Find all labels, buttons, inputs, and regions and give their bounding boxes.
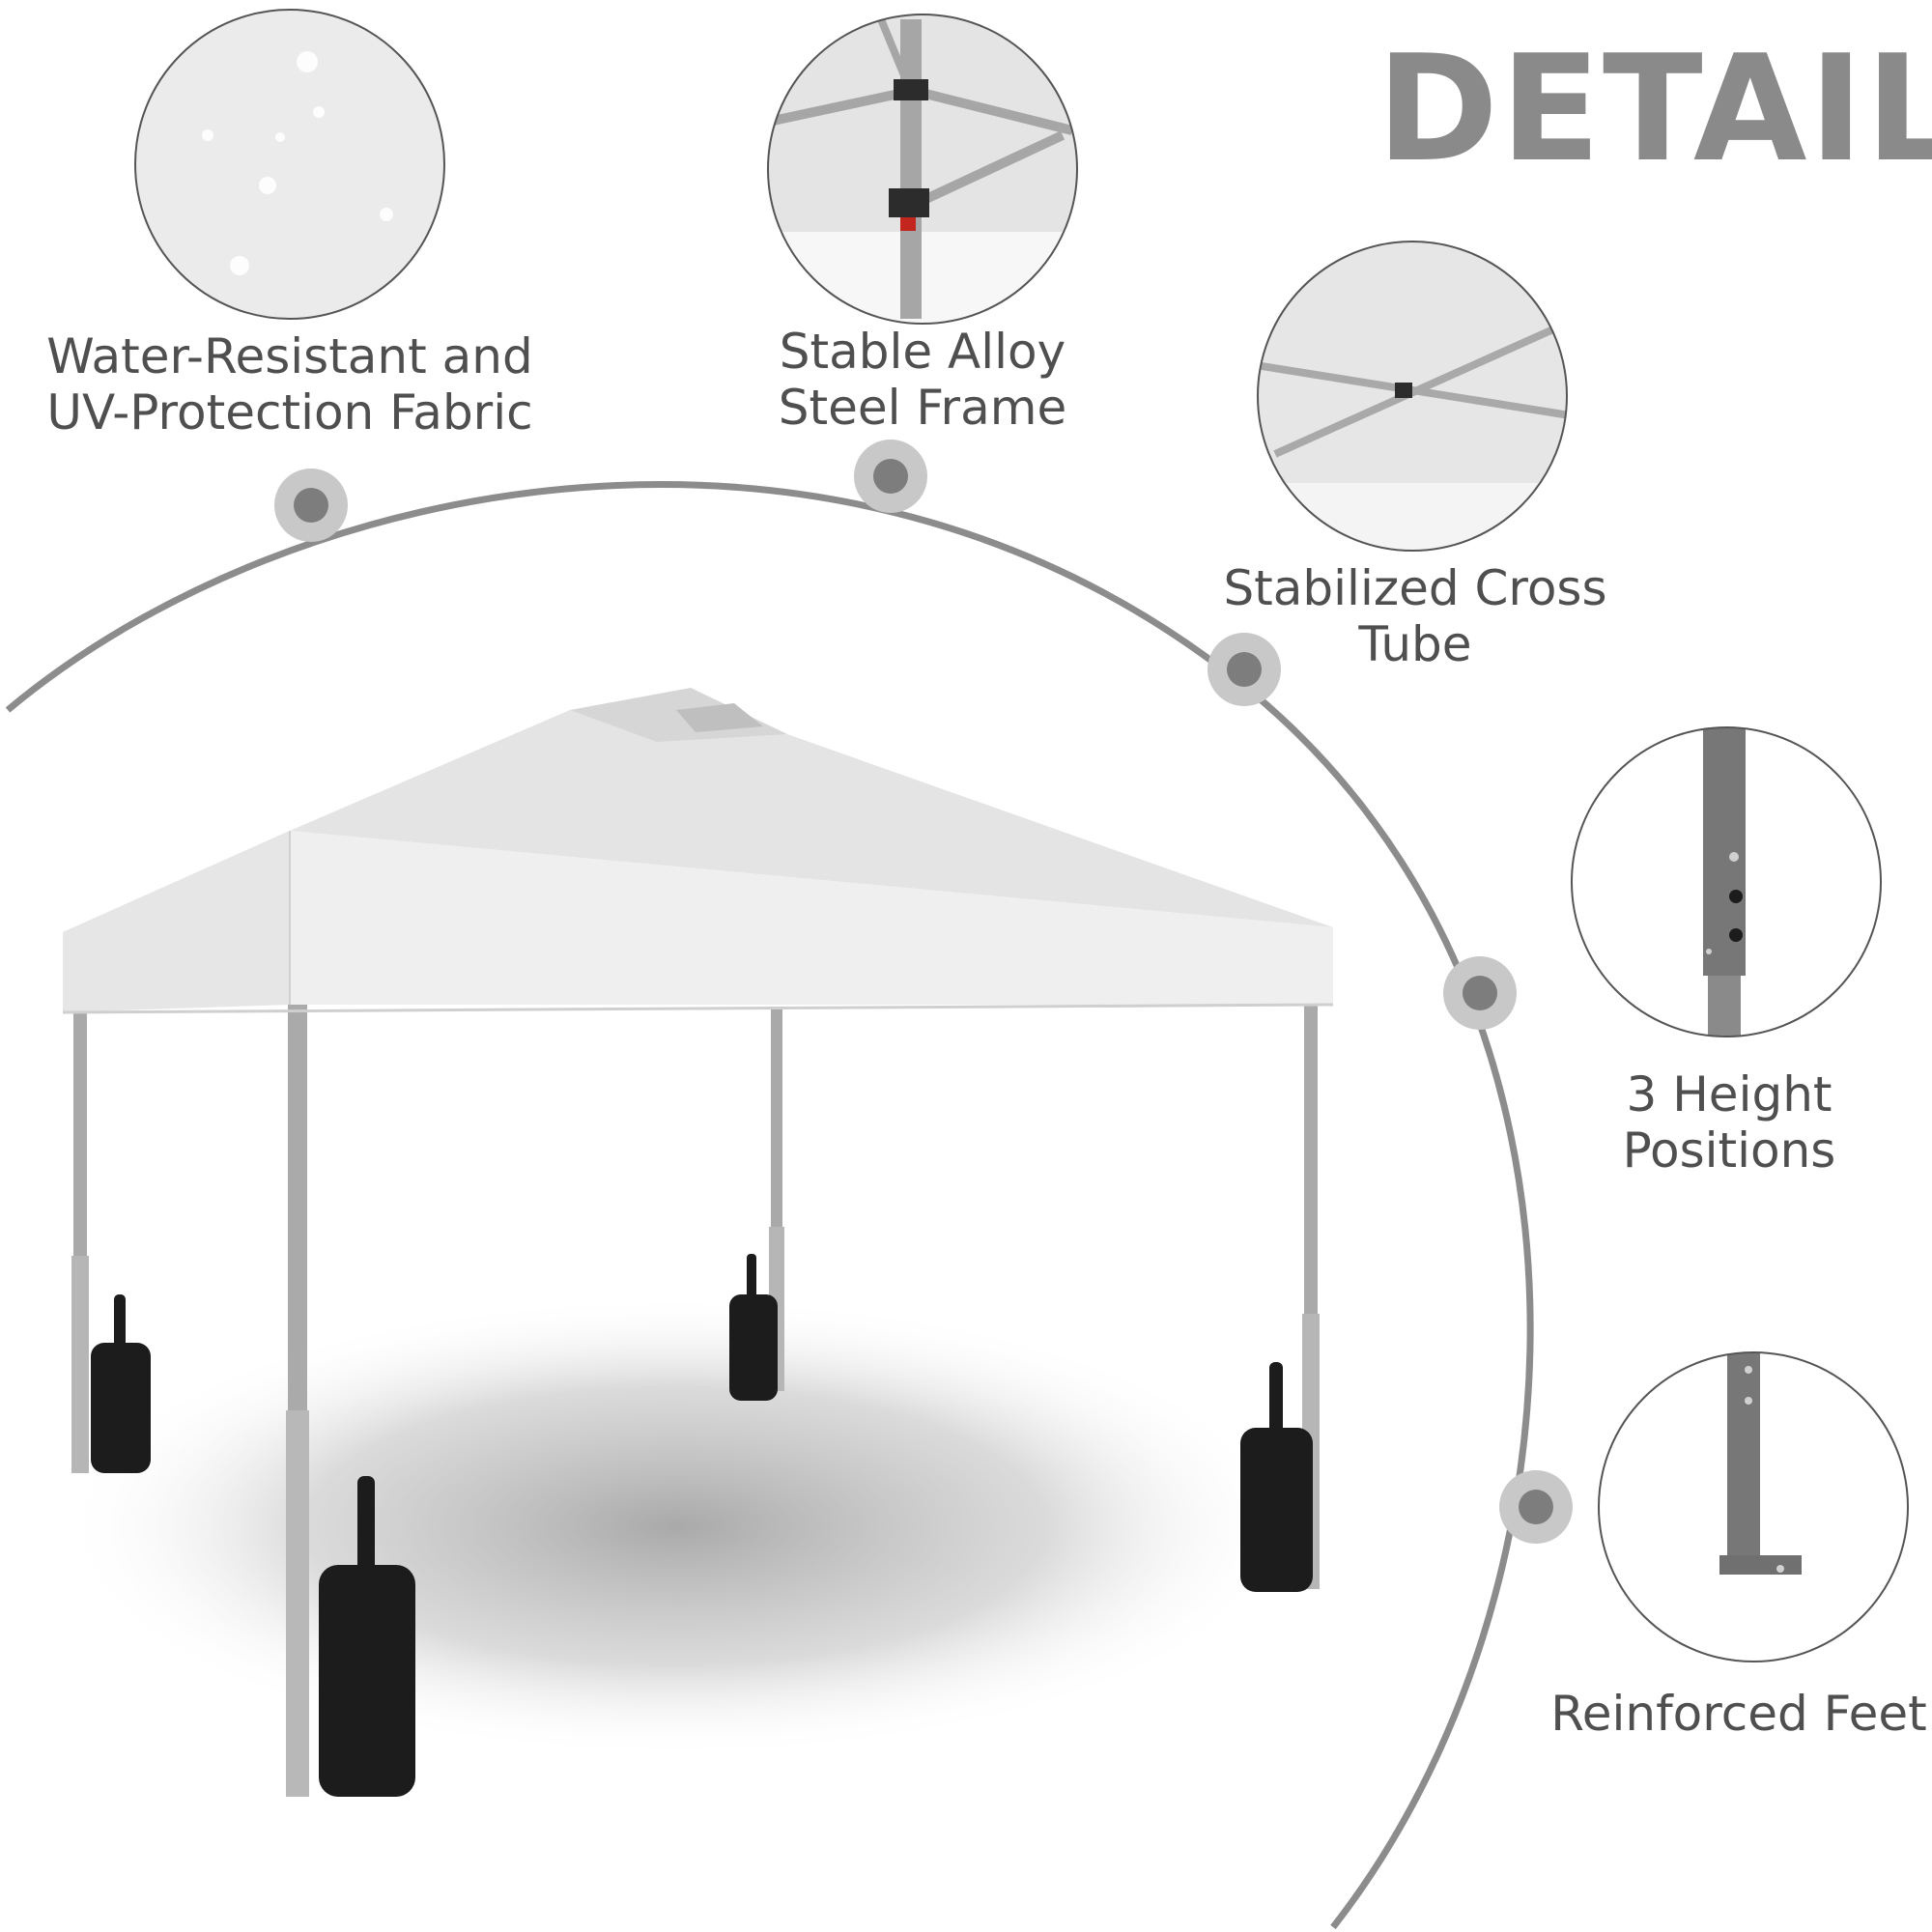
feature-label-frame: Stable Alloy Steel Frame bbox=[753, 324, 1092, 436]
arc-marker-fabric bbox=[274, 469, 348, 542]
arc-marker-frame bbox=[854, 440, 927, 513]
foot-plate-icon bbox=[1598, 1351, 1909, 1662]
canopy-valance-left bbox=[63, 831, 290, 1012]
feature-label-height: 3 Height Positions bbox=[1584, 1066, 1874, 1179]
feature-label-line: Water-Resistant and bbox=[46, 328, 533, 384]
sandbag-icon bbox=[1240, 1362, 1313, 1592]
feature-label-fabric: Water-Resistant and UV-Protection Fabric bbox=[39, 328, 541, 440]
canopy-leg-back-left bbox=[71, 1005, 89, 1473]
canopy-vent bbox=[676, 703, 763, 732]
arc-marker-feet bbox=[1499, 1470, 1573, 1544]
feature-label-line: Positions bbox=[1622, 1122, 1836, 1179]
feature-label-line: Stable Alloy bbox=[779, 324, 1066, 380]
canopy-roof-slope bbox=[290, 710, 1333, 927]
feature-label-line: Steel Frame bbox=[778, 380, 1067, 436]
sandbag-icon bbox=[729, 1254, 778, 1401]
sandbag-icon bbox=[91, 1294, 151, 1473]
sandbag-icon bbox=[319, 1476, 415, 1797]
height-pin-icon bbox=[1571, 726, 1882, 1037]
feature-label-cross-tube: Stabilized Cross Tube bbox=[1217, 560, 1613, 672]
canopy-leg-front-left bbox=[286, 985, 309, 1797]
canopy-valance-front bbox=[290, 831, 1333, 1005]
page-title: DETAIL bbox=[1377, 23, 1932, 194]
frame-joint-icon bbox=[767, 14, 1078, 325]
feature-label-line: Stabilized Cross bbox=[1223, 560, 1607, 616]
cross-tube-icon bbox=[1257, 241, 1568, 552]
arc-marker-height bbox=[1443, 956, 1517, 1030]
feature-label-line: UV-Protection Fabric bbox=[46, 384, 533, 440]
water-drop-icon bbox=[134, 9, 445, 320]
arc-marker-cross-tube bbox=[1208, 633, 1281, 706]
feature-label-line: Tube bbox=[1358, 616, 1472, 672]
feature-label-line: Reinforced Feet bbox=[1550, 1686, 1927, 1742]
feature-label-line: 3 Height bbox=[1626, 1066, 1833, 1122]
feature-label-feet: Reinforced Feet bbox=[1550, 1686, 1927, 1742]
